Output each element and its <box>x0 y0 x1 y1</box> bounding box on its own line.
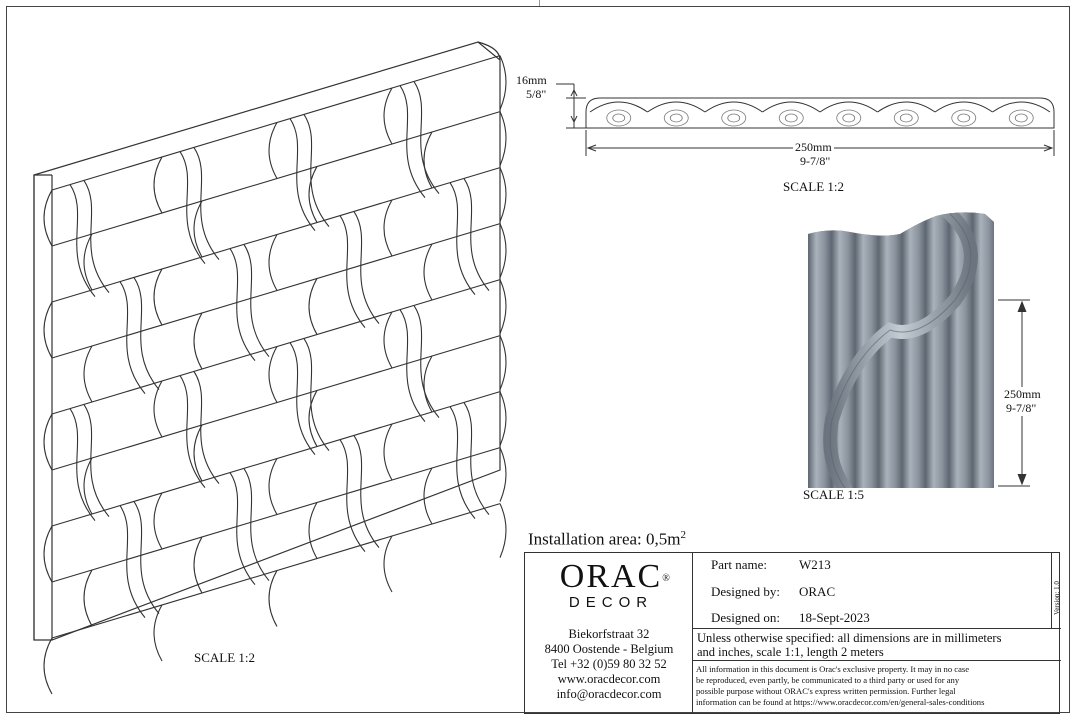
title-block: ORAC® DECOR Biekorfstraat 32 8400 Oosten… <box>524 552 1061 714</box>
part-info-cell <box>693 553 1051 629</box>
profile-scale-label: SCALE 1:2 <box>783 179 845 194</box>
drawing-frame <box>6 6 1070 713</box>
main-scale-label: SCALE 1:2 <box>194 650 256 665</box>
spec-text: Unless otherwise specified: all dimensio… <box>697 631 1002 659</box>
company-address: Biekorfstraat 32 8400 Oostende - Belgium… <box>544 627 674 701</box>
installation-area: Installation area: 0,5m2 <box>528 529 686 549</box>
logo-cell <box>525 553 693 713</box>
designed-by-value: ORAC <box>799 584 836 599</box>
top-tick <box>539 0 540 6</box>
version-cell <box>1051 553 1061 629</box>
orac-logo: ORAC® DECOR <box>559 558 672 611</box>
profile-height-mm: 16mm <box>516 73 547 87</box>
designed-on-value: 18-Sept-2023 <box>799 610 870 625</box>
version-label: Version: 1.0 <box>1053 581 1061 615</box>
render-scale-label: SCALE 1:5 <box>803 487 865 502</box>
designed-by-label: Designed by: <box>711 584 780 599</box>
profile-height-in: 5/8" <box>526 87 547 101</box>
profile-width-mm: 250mm <box>793 140 834 155</box>
part-name-label: Part name: <box>711 557 767 572</box>
part-name-value: W213 <box>799 557 831 572</box>
spec-cell <box>693 629 1061 661</box>
render-height-mm: 250mm <box>1003 387 1042 402</box>
designed-on-label: Designed on: <box>711 610 780 625</box>
render-height-in: 9-7/8" <box>1005 401 1038 416</box>
profile-width-in: 9-7/8" <box>800 154 831 168</box>
legal-text: All information in this document is Orac… <box>696 664 985 707</box>
